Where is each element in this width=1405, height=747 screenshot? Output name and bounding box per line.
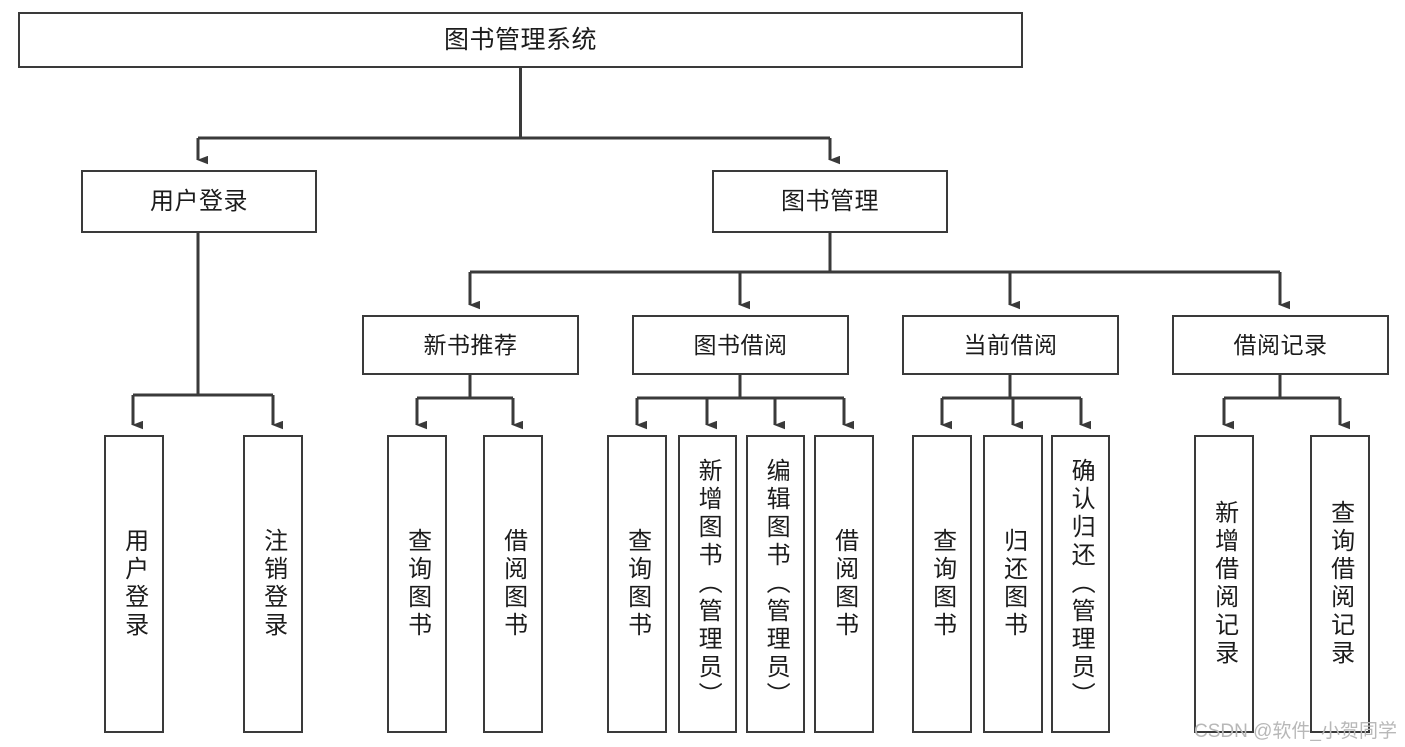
node-label: 借阅图书	[499, 528, 527, 640]
node-label: 新增借阅记录	[1210, 500, 1238, 668]
node-label: 编辑图书（管理员）	[762, 458, 790, 710]
node-label: 查询借阅记录	[1326, 500, 1354, 668]
node-label: 新增图书（管理员）	[694, 458, 722, 710]
node-label: 归还图书	[999, 528, 1027, 640]
node-label: 注销登录	[259, 528, 287, 640]
node-label: 图书管理	[781, 187, 879, 215]
node-book-borrow[interactable]: 图书借阅	[632, 315, 849, 375]
node-label: 图书管理系统	[443, 25, 597, 54]
node-label: 用户登录	[150, 187, 248, 215]
node-label: 当前借阅	[963, 331, 1058, 358]
node-book-management[interactable]: 图书管理	[712, 170, 948, 233]
leaf-query-borrow-record[interactable]: 查询借阅记录	[1310, 435, 1370, 733]
leaf-query-book-rec[interactable]: 查询图书	[387, 435, 447, 733]
leaf-user-login[interactable]: 用户登录	[104, 435, 164, 733]
node-user-login[interactable]: 用户登录	[81, 170, 317, 233]
leaf-add-book-admin[interactable]: 新增图书（管理员）	[678, 435, 737, 733]
leaf-query-book-current[interactable]: 查询图书	[912, 435, 972, 733]
node-label: 查询图书	[623, 528, 651, 640]
leaf-query-book-borrow[interactable]: 查询图书	[607, 435, 667, 733]
leaf-confirm-return-admin[interactable]: 确认归还（管理员）	[1051, 435, 1110, 733]
leaf-add-borrow-record[interactable]: 新增借阅记录	[1194, 435, 1254, 733]
node-label: 查询图书	[403, 528, 431, 640]
leaf-borrow-book[interactable]: 借阅图书	[814, 435, 874, 733]
node-label: 借阅记录	[1233, 331, 1328, 358]
node-label: 图书借阅	[693, 331, 788, 358]
node-new-book-recommend[interactable]: 新书推荐	[362, 315, 579, 375]
node-borrow-record[interactable]: 借阅记录	[1172, 315, 1389, 375]
node-current-borrow[interactable]: 当前借阅	[902, 315, 1119, 375]
leaf-logout[interactable]: 注销登录	[243, 435, 303, 733]
node-root-system[interactable]: 图书管理系统	[18, 12, 1023, 68]
node-label: 确认归还（管理员）	[1067, 458, 1095, 710]
node-label: 新书推荐	[423, 331, 518, 358]
leaf-borrow-book-rec[interactable]: 借阅图书	[483, 435, 543, 733]
node-label: 借阅图书	[830, 528, 858, 640]
leaf-edit-book-admin[interactable]: 编辑图书（管理员）	[746, 435, 805, 733]
node-label: 查询图书	[928, 528, 956, 640]
leaf-return-book[interactable]: 归还图书	[983, 435, 1043, 733]
node-label: 用户登录	[120, 528, 148, 640]
